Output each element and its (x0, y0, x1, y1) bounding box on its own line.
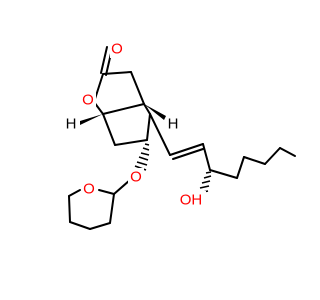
ether-oxygen-label: O (130, 169, 142, 186)
bond-ether-o-c8 (113, 179, 131, 195)
bond-c8-c9 (109, 193, 115, 224)
bond-c2-c3 (130, 71, 145, 105)
bond-c1-c2 (102, 71, 132, 75)
bond-c16-c17 (236, 156, 245, 179)
hydroxyl-label: OH (180, 192, 203, 209)
molecule-structure-diagram: O O O O OH H H (66, 40, 296, 230)
bond-c12-o-pyran (68, 189, 81, 197)
bond-o-pyran-c8 (98, 189, 115, 195)
bond-c7-c3 (143, 103, 151, 115)
bond-c9-c10 (89, 222, 111, 230)
bond-c3-c4 (102, 103, 145, 115)
bond-c17-c18 (243, 156, 266, 165)
pyran-oxygen-label: O (83, 181, 95, 198)
carbonyl-oxygen-label: O (111, 41, 123, 58)
bond-c10-c11 (69, 221, 91, 230)
bond-c7-c13 (149, 113, 171, 156)
bond-carbonyl-a (100, 46, 108, 74)
bond-c18-c19 (264, 147, 281, 165)
bond-c13-c14 (169, 143, 204, 156)
wedge-bond-h-left (80, 114, 103, 125)
lactone-oxygen-label: O (82, 92, 94, 109)
hashed-bond-c15-oh (197, 171, 212, 194)
stereo-h-right-label: H (168, 116, 179, 133)
bond-c13-c14-double (172, 148, 204, 160)
molecule-svg: O O O O OH H H (66, 40, 296, 230)
bond-c11-c12 (68, 195, 71, 223)
bond-c19-c20 (279, 147, 296, 157)
bond-c4-c5 (102, 113, 116, 146)
bond-c15-c16 (209, 169, 238, 179)
stereo-h-left-label: H (66, 116, 77, 133)
hashed-bond-c6-o (134, 143, 150, 171)
bond-c6-c7 (146, 113, 151, 141)
bond-c14-c15 (202, 143, 211, 171)
wedge-bond-h-right (144, 104, 166, 120)
bond-c5-c6 (114, 139, 148, 146)
